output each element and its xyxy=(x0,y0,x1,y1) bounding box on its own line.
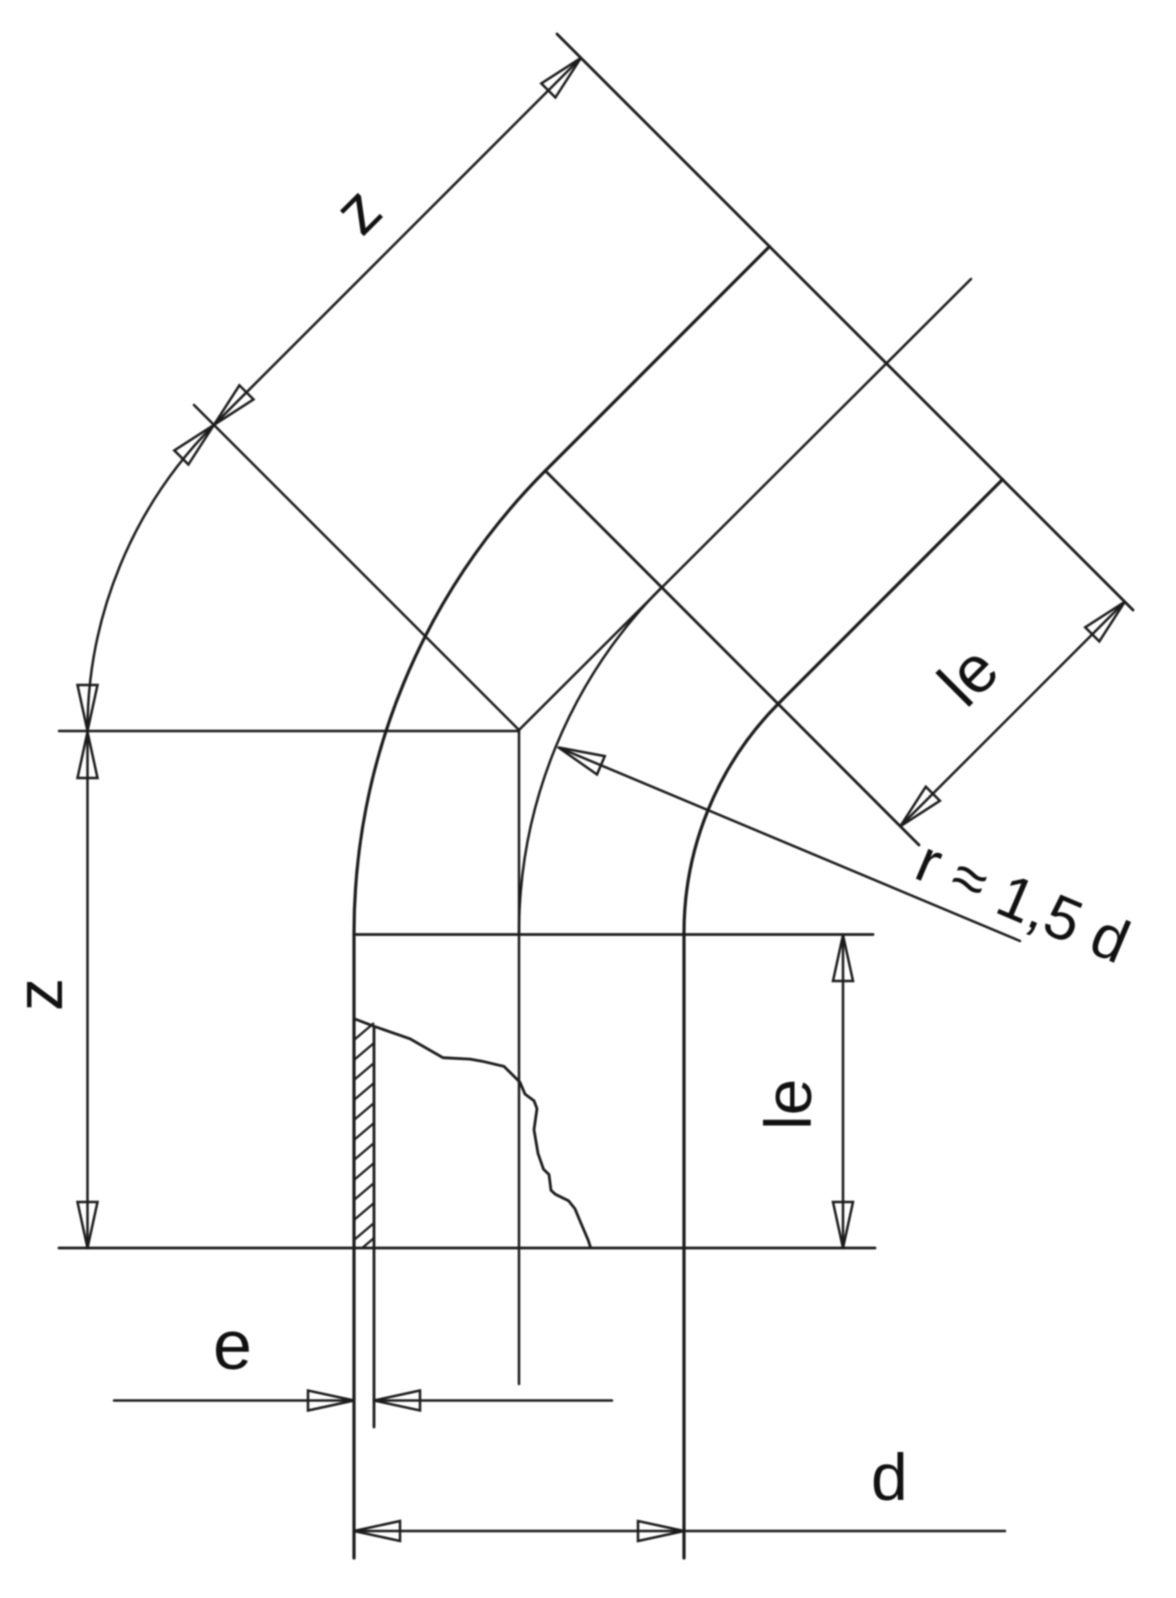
svg-text:z: z xyxy=(2,978,76,1011)
svg-text:z: z xyxy=(320,172,396,248)
svg-text:e: e xyxy=(213,1306,252,1384)
svg-text:le: le xyxy=(924,631,1013,720)
svg-text:d: d xyxy=(871,1440,908,1514)
svg-text:le: le xyxy=(751,1079,825,1130)
svg-text:r ≈ 1,5 d: r ≈ 1,5 d xyxy=(907,826,1139,976)
